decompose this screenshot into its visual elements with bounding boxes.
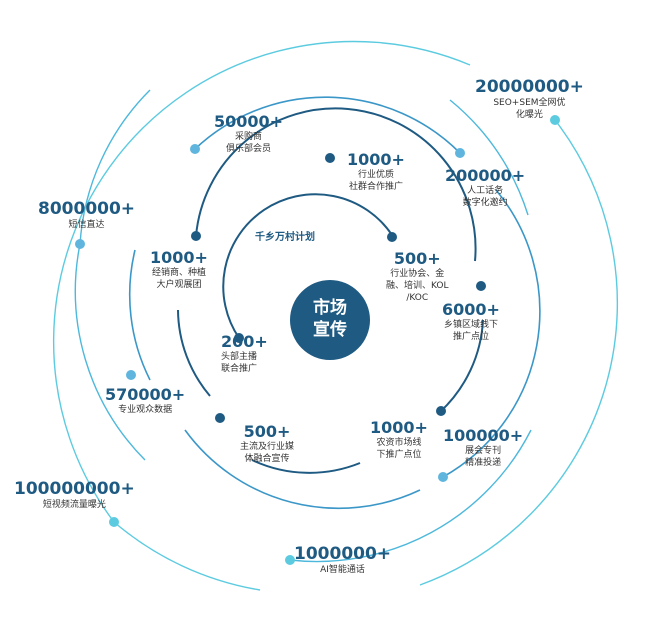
- dot-570000: [126, 370, 136, 380]
- dot-500b: [215, 413, 225, 423]
- item-20000000-desc1: SEO+SEM全网优: [493, 98, 566, 108]
- item-100000: 100000+ 展会专刊 精准投递: [443, 426, 523, 469]
- item-6000: 6000+ 乡镇区域线下 推广点位: [442, 300, 500, 343]
- item-20000000: 20000000+ SEO+SEM全网优 化曝光: [475, 78, 584, 121]
- item-200: 200+ 头部主播 联合推广: [221, 332, 268, 375]
- item-200000-number: 200000+: [445, 166, 526, 185]
- ring-3-arc: [194, 96, 461, 154]
- dot-8000000: [75, 239, 85, 249]
- dot-1000a: [325, 153, 335, 163]
- item-1000c-number: 1000+: [370, 418, 428, 437]
- item-500b-number: 500+: [243, 422, 291, 441]
- dot-1000000: [285, 555, 295, 565]
- item-1000a-desc1: 行业优质: [357, 170, 394, 180]
- dot-inner-title: [234, 333, 244, 343]
- ring-2-arc-a: [195, 107, 477, 262]
- ring-4-arc-c: [289, 429, 532, 563]
- item-100000000-desc1: 短视频流量曝光: [42, 500, 106, 510]
- item-1000b-desc2: 大户观展团: [156, 280, 202, 290]
- item-1000a-number: 1000+: [347, 150, 405, 169]
- item-6000-desc2: 推广点位: [452, 332, 489, 342]
- inner-title: 千乡万村计划: [255, 232, 315, 243]
- ring-2-arc-b: [177, 309, 211, 397]
- ring-3-arc-b: [442, 189, 541, 478]
- center-line1: 市场: [313, 298, 347, 318]
- ring-5-arc-c: [113, 521, 261, 591]
- item-6000-desc1: 乡镇区域线下: [443, 320, 498, 330]
- item-20000000-desc2: 化曝光: [515, 110, 543, 120]
- dot-100000000: [109, 517, 119, 527]
- item-500a-desc2: 融、培训、KOL: [386, 281, 449, 291]
- center-circle: [290, 280, 370, 360]
- ring-5-arc-b: [419, 119, 619, 586]
- item-1000c: 1000+ 农资市场线 下推广点位: [370, 418, 428, 461]
- item-500b-desc1: 主流及行业媒: [240, 442, 295, 452]
- dot-100000-inner: [436, 406, 446, 416]
- dot-6000: [476, 281, 486, 291]
- item-1000b: 1000+ 经销商、种植 大户观展团: [150, 248, 208, 291]
- ring-3-arc-c: [128, 249, 151, 381]
- item-50000-desc1: 采购商: [235, 132, 263, 142]
- ring-2-arc-c: [251, 459, 361, 474]
- item-100000-desc2: 精准投递: [465, 458, 502, 468]
- item-50000: 50000+ 采购商 俱乐部会员: [214, 112, 283, 155]
- item-20000000-number: 20000000+: [475, 77, 584, 97]
- item-1000c-desc2: 下推广点位: [376, 450, 422, 460]
- item-200000-desc2: 数字化邀约: [462, 198, 508, 208]
- dot-1000b: [191, 231, 201, 241]
- item-1000000: 1000000+ AI智能通话: [294, 545, 391, 576]
- item-500a-number: 500+: [393, 249, 441, 268]
- dot-200000: [455, 148, 465, 158]
- item-1000000-number: 1000000+: [294, 544, 392, 564]
- item-50000-desc2: 俱乐部会员: [226, 144, 272, 154]
- ring-4-arc-d: [74, 243, 146, 461]
- item-500b: 500+ 主流及行业媒 体融合宣传: [240, 422, 294, 465]
- item-200000: 200000+ 人工话务 数字化邀约: [445, 166, 525, 209]
- item-200-desc2: 联合推广: [221, 364, 258, 374]
- item-1000c-desc1: 农资市场线: [376, 438, 422, 448]
- item-1000a-desc2: 社群合作推广: [348, 182, 403, 192]
- item-100000-desc1: 展会专刊: [465, 446, 502, 456]
- ring-5-arc: [52, 40, 471, 523]
- ring-4-arc-b: [449, 99, 529, 216]
- dot-100000: [438, 472, 448, 482]
- item-100000000: 100000000+ 短视频流量曝光: [14, 480, 135, 511]
- item-6000-number: 6000+: [442, 300, 500, 319]
- dot-50000: [190, 144, 200, 154]
- item-100000000-number: 100000000+: [14, 479, 135, 499]
- ring-3-arc-d: [184, 429, 421, 510]
- dot-500a: [387, 232, 397, 242]
- item-1000000-desc1: AI智能通话: [320, 565, 365, 575]
- item-8000000-number: 8000000+: [38, 199, 136, 219]
- item-1000b-number: 1000+: [150, 248, 208, 267]
- item-570000-desc1: 专业观众数据: [118, 405, 173, 415]
- ring-1-arc: [222, 193, 393, 339]
- item-8000000: 8000000+ 短信直达: [38, 200, 135, 231]
- center-label: 市场 宣传: [290, 297, 370, 341]
- item-1000a: 1000+ 行业优质 社群合作推广: [347, 150, 405, 193]
- item-100000-number: 100000+: [443, 426, 524, 445]
- item-570000: 570000+ 专业观众数据: [105, 385, 185, 416]
- item-500a: 500+ 行业协会、金 融、培训、KOL /KOC: [386, 249, 449, 304]
- item-500a-desc1: 行业协会、金: [390, 269, 445, 279]
- item-50000-number: 50000+: [214, 112, 284, 131]
- item-500b-desc2: 体融合宣传: [244, 454, 290, 464]
- item-500a-desc3: /KOC: [406, 293, 429, 303]
- dot-20000000: [550, 115, 560, 125]
- center-line2: 宣传: [313, 320, 347, 340]
- item-200000-desc1: 人工话务: [467, 186, 504, 196]
- item-200-number: 200+: [221, 332, 268, 351]
- ring-4-arc: [79, 89, 151, 245]
- item-200-desc1: 头部主播: [221, 352, 258, 362]
- item-570000-number: 570000+: [105, 385, 186, 404]
- item-1000b-desc1: 经销商、种植: [151, 268, 206, 278]
- item-8000000-desc1: 短信直达: [68, 220, 105, 230]
- ring-2-arc-d: [439, 319, 484, 413]
